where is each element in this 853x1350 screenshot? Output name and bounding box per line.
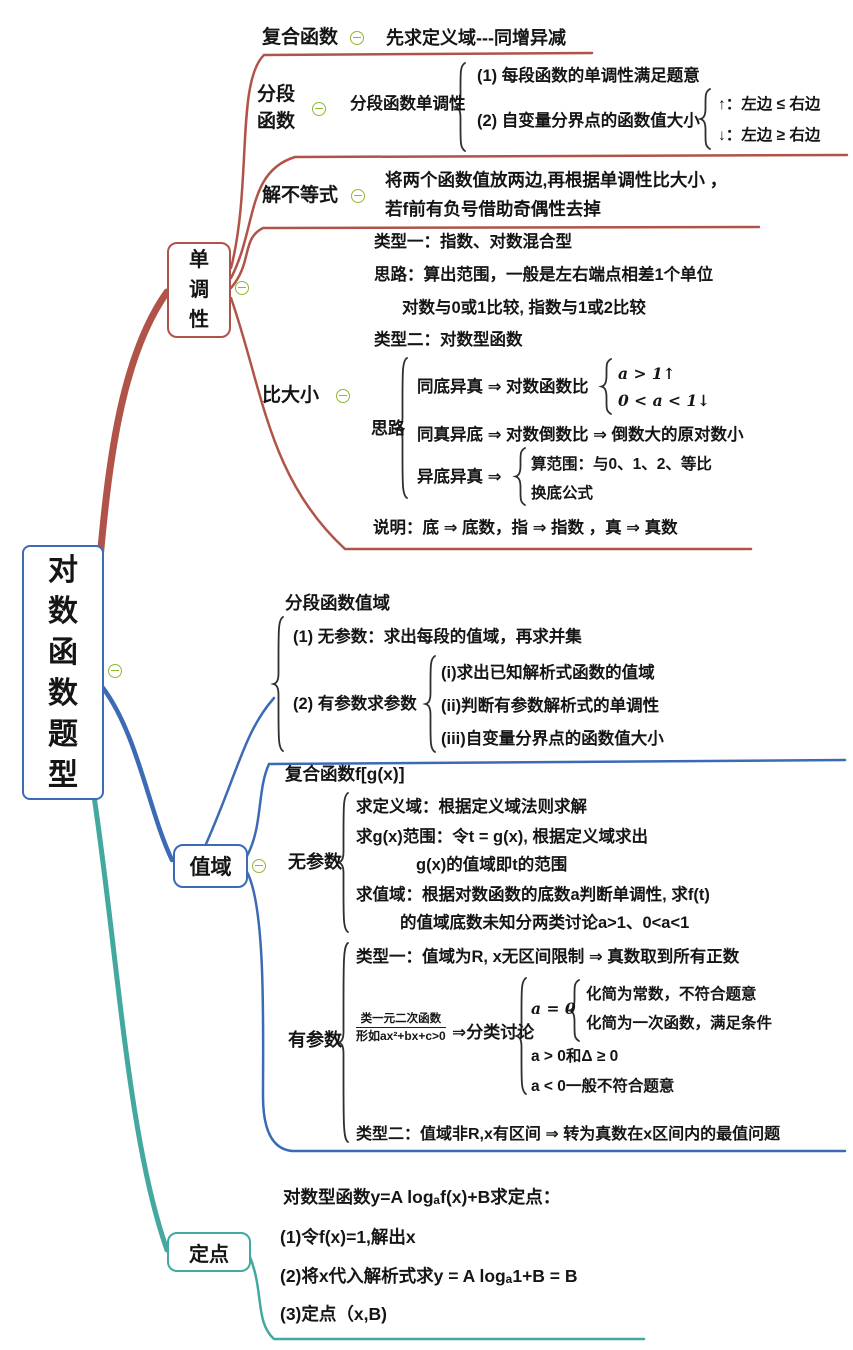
compare-case-same-argument: 同真异底 ⇒ 对数倒数比 ⇒ 倒数大的原对数小 [417,426,744,444]
case-a0-constant: 化简为常数，不符合题意 [586,986,757,1003]
collapse-icon[interactable] [336,389,350,403]
node-solve-inequality[interactable]: 解不等式 [262,185,339,206]
piecewise-item-1: (1) 每段函数的单调性满足题意 [477,67,700,85]
branch-node-range[interactable]: 值域 [173,844,248,888]
quadratic-form-fraction: 类一元二次函数 形如ax²+bx+c>0 [356,1012,446,1044]
compare-idea-1b: 对数与0或1比较, 指数与1或2比较 [402,299,646,317]
inequality-line-1: 将两个函数值放两边,再根据单调性比大小 ， [385,170,728,190]
branch-label-range: 值域 [189,856,232,879]
with-param-type-2: 类型二：值域非R,x有区间 ⇒ 转为真数在x区间内的最值问题 [356,1126,781,1143]
case-a-negative: a < 0一般不符合题意 [531,1078,675,1095]
case-a-equals-0: a = 0 [531,999,576,1018]
classify-discussion-label: ⇒分类讨论 [452,1023,535,1042]
compare-type-2: 类型二：对数型函数 [374,331,523,349]
fraction-numerator: 类一元二次函数 [356,1012,446,1028]
collapse-icon[interactable] [351,189,365,203]
inequality-line-2: 若f前有负号借助奇偶性去掉 [385,199,601,219]
with-param-type-1: 类型一：值域为R, x无区间限制 ⇒ 真数取到所有正数 [356,948,740,966]
branch-node-monotonicity[interactable]: 单调性 [167,242,231,338]
fixed-point-step-2: (2)将x代入解析式求y = A logₐ1+B = B [280,1266,578,1286]
collapse-icon[interactable] [252,859,266,873]
branch-label-fixed-point: 定点 [189,1243,229,1266]
no-param-step-2: 求g(x)范围：令t = g(x), 根据定义域求出 [356,828,648,846]
compare-case-diff-both: 异底异真 ⇒ [417,468,502,486]
no-param-step-3: 求值域：根据对数函数的底数a判断单调性, 求f(t) [356,886,710,904]
compare-idea-2-label: 思路 [371,419,405,438]
root-title: 对数函数题型 [48,553,78,792]
node-composite-function[interactable]: 复合函数 [262,27,339,48]
piecewise-range-sub-iii: (iii)自变量分界点的函数值大小 [441,730,664,748]
case-a-positive: a > 0和Δ ≥ 0 [531,1048,619,1065]
fraction-denominator: 形如ax²+bx+c>0 [356,1029,446,1043]
no-param-step-2b: g(x)的值域即t的范围 [416,856,568,874]
piecewise-item-2: (2) 自变量分界点的函数值大小 [477,112,700,130]
no-param-step-1: 求定义域：根据定义域法则求解 [356,798,587,816]
piecewise-decreasing-rule: ↓：左边 ≥ 右边 [718,127,821,144]
case-a0-linear: 化简为一次函数，满足条件 [586,1015,773,1032]
compare-case1-a-lt-1: 0 < a < 1↓ [618,391,711,410]
piecewise-range-sub-ii: (ii)判断有参数解析式的单调性 [441,697,660,715]
compare-case3-range: 算范围：与0、1、2、等比 [531,456,712,473]
piecewise-monotonicity-label: 分段函数单调性 [350,95,466,113]
no-param-step-3b: 的值域底数未知分两类讨论a>1、0<a<1 [400,914,690,932]
piecewise-range-sub-i: (i)求出已知解析式函数的值域 [441,664,655,682]
collapse-icon[interactable] [350,31,364,45]
compare-type-1: 类型一：指数、对数混合型 [374,233,572,251]
piecewise-increasing-rule: ↑：左边 ≤ 右边 [718,96,821,113]
branch-node-fixed-point[interactable]: 定点 [167,1232,251,1272]
root-node[interactable]: 对数函数题型 [22,545,104,800]
branch-label-monotonicity: 单调性 [189,249,209,331]
composite-range-title: 复合函数f[g(x)] [285,764,405,784]
fixed-point-title: 对数型函数y=A logₐf(x)+B求定点： [283,1187,561,1207]
fixed-point-step-3: (3)定点（x,B) [280,1304,387,1324]
no-param-label: 无参数 [288,852,342,872]
piecewise-range-item-2: (2) 有参数求参数 [293,695,417,713]
node-piecewise-function[interactable]: 分段函数 [257,84,296,132]
collapse-icon[interactable] [312,102,326,116]
with-param-label: 有参数 [288,1030,342,1050]
compare-idea-1: 思路：算出范围，一般是左右端点相差1个单位 [374,266,714,284]
collapse-icon[interactable] [108,664,122,678]
compare-case1-a-gt-1: a > 1↑ [618,364,676,383]
piecewise-range-item-1: (1) 无参数：求出每段的值域，再求并集 [293,628,582,646]
node-compare-size[interactable]: 比大小 [262,385,320,406]
fixed-point-step-1: (1)令f(x)=1,解出x [280,1227,416,1247]
compare-note: 说明：底 ⇒ 底数，指 ⇒ 指数 ，真 ⇒ 真数 [373,519,678,537]
compare-case3-change-base: 换底公式 [531,485,594,502]
collapse-icon[interactable] [235,281,249,295]
compare-case-same-base: 同底异真 ⇒ 对数函数比 [417,378,589,396]
composite-rule-text: 先求定义域---同增异减 [386,28,566,48]
piecewise-range-title: 分段函数值域 [285,593,390,613]
